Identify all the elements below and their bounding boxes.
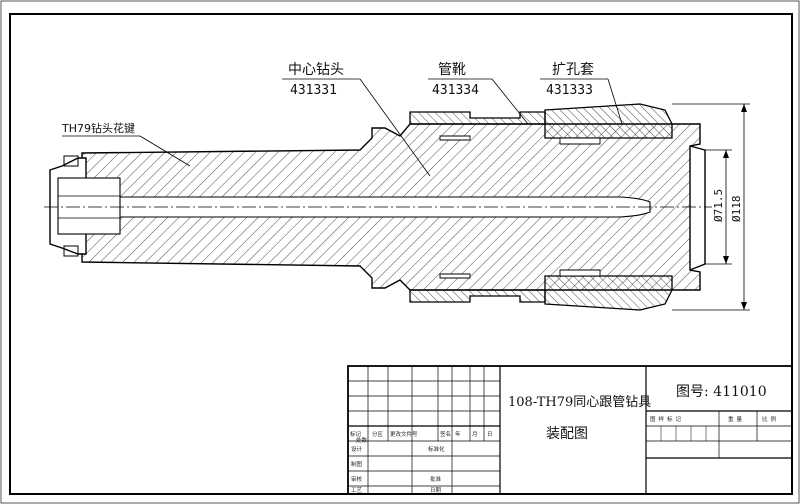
drawing-number: 图号: 411010: [676, 384, 767, 400]
casing-shoe-name: 管靴: [438, 62, 466, 78]
middle-label-1: 批准: [430, 475, 442, 483]
rev-header-1: 处数: [356, 436, 368, 444]
dimensions: Ø71.5 Ø118: [672, 103, 750, 311]
rev-header-2: 分区: [372, 430, 384, 438]
rev-header-4: 签名: [440, 430, 451, 438]
middle-label-0: 标准化: [428, 445, 445, 453]
role-label-2: 审核: [351, 475, 363, 483]
drawing-title: 108-TH79同心跟管钻具: [508, 395, 651, 410]
center-bit-code: 431331: [290, 83, 337, 98]
reamer-name: 扩孔套: [552, 62, 594, 78]
inner-diameter-label: Ø71.5: [712, 189, 725, 222]
rev-header-6: 月: [472, 431, 478, 438]
stage-header-2: 比例: [762, 415, 779, 423]
spline-bore: [57, 177, 121, 235]
role-label-0: 设计: [351, 445, 363, 453]
reamer-code: 431333: [546, 83, 593, 98]
title-block: 标记 处数 分区 更改文件号 签名 年 月 日 设计 制图 审核 工艺 标准化 …: [347, 365, 793, 495]
spline-label: TH79钻头花键: [61, 121, 135, 135]
reamer-lower: [544, 275, 673, 311]
stage-header-0: 图样标记: [650, 415, 684, 423]
rev-header-5: 年: [455, 430, 461, 438]
rev-header-7: 日: [487, 431, 493, 438]
casing-shoe-upper: [409, 111, 546, 125]
outer-diameter-label: Ø118: [730, 196, 743, 223]
center-bit-name: 中心钻头: [288, 62, 344, 78]
casing-shoe-lower: [409, 289, 546, 303]
assembly-section-view: [44, 103, 712, 311]
stage-header-1: 重量: [728, 415, 745, 423]
part-callouts: TH79钻头花键 中心钻头 431331 管靴 431334 扩孔套 43133…: [61, 62, 623, 177]
rev-header-3: 更改文件号: [390, 430, 418, 438]
reamer-upper: [544, 103, 673, 139]
bit-face: [689, 145, 706, 271]
role-label-1: 制图: [351, 460, 363, 468]
role-label-3: 工艺: [351, 487, 363, 494]
rev-header-0: 标记: [350, 430, 362, 438]
drawing-subtitle: 装配图: [546, 426, 588, 442]
casing-shoe-code: 431334: [432, 83, 479, 98]
middle-label-2: 日期: [430, 487, 442, 494]
